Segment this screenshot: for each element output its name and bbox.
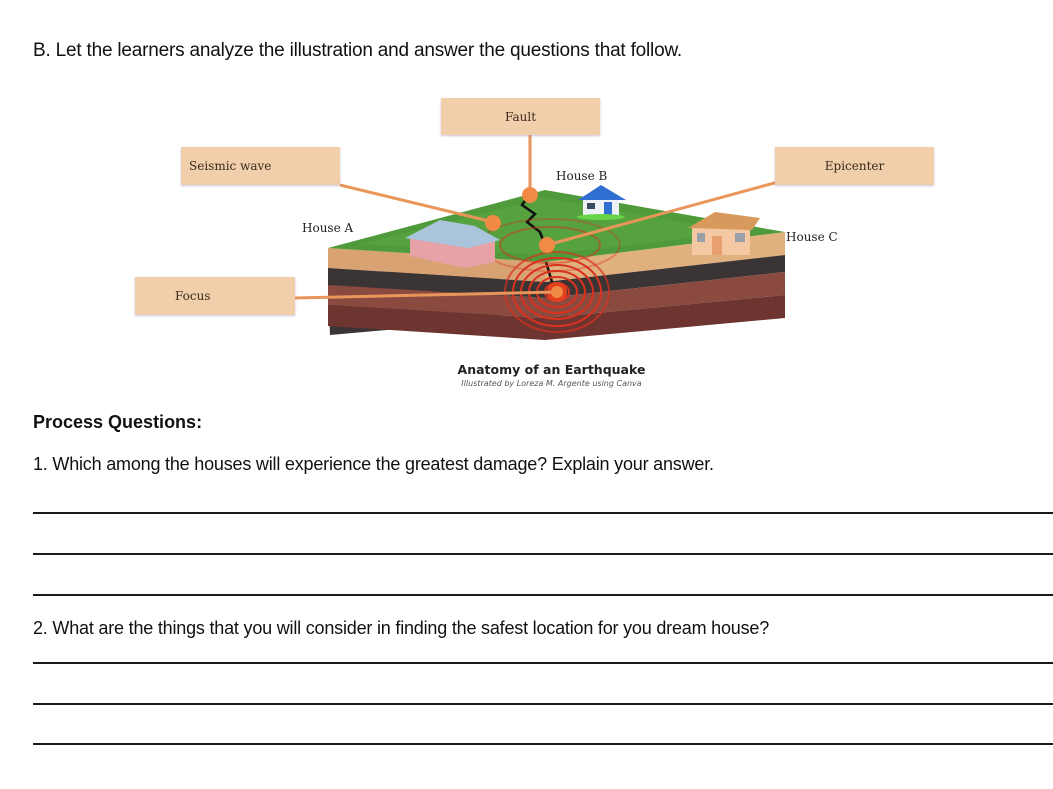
answer-line-q1-1[interactable] [33, 512, 1053, 514]
answer-line-q1-2[interactable] [33, 553, 1053, 555]
answer-line-q2-3[interactable] [33, 743, 1053, 745]
instruction-text: B. Let the learners analyze the illustra… [33, 40, 682, 61]
answer-line-q1-3[interactable] [33, 594, 1053, 596]
question-2: 2. What are the things that you will con… [33, 618, 770, 638]
process-questions-heading: Process Questions: [33, 412, 203, 432]
house-b-icon [577, 185, 626, 220]
focus-label-text: Focus [175, 289, 211, 303]
house-c-icon [688, 212, 760, 255]
fault-label: Fault [441, 98, 600, 135]
fault-label-text: Fault [504, 109, 537, 124]
seismic-wave-label-text: Seismic wave [189, 159, 272, 173]
answer-line-q2-2[interactable] [33, 703, 1053, 705]
focus-label: Focus [135, 277, 295, 315]
epicenter-label: Epicenter [775, 147, 934, 185]
earthquake-diagram [294, 135, 785, 340]
epicenter-label-text: Epicenter [824, 159, 885, 173]
earthquake-illustration: Fault Seismic wave Epicenter Focus House… [0, 90, 1053, 400]
illustration-credit: Illustrated by Loreza M. Argente using C… [461, 379, 642, 388]
house-c-label: House C [786, 230, 838, 244]
house-b-label: House B [556, 169, 608, 183]
illustration-title: Anatomy of an Earthquake [457, 362, 646, 377]
question-1: 1. Which among the houses will experienc… [33, 454, 714, 474]
seismic-wave-label: Seismic wave [181, 147, 340, 185]
answer-line-q2-1[interactable] [33, 662, 1053, 664]
house-a-label: House A [302, 221, 354, 235]
house-a-icon [405, 220, 500, 268]
